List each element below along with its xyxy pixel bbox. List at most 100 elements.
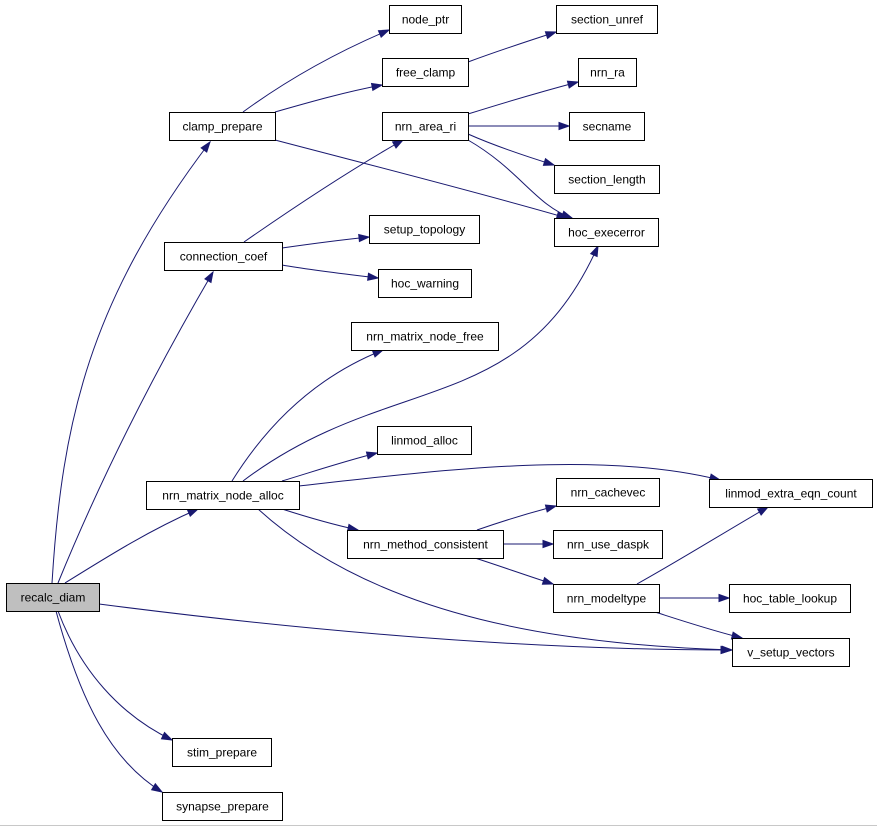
edge-line — [242, 245, 599, 482]
call-graph-edges — [51, 29, 770, 793]
edge-line — [467, 139, 573, 219]
node-box — [729, 584, 851, 613]
node-nrn-use-daspk[interactable]: nrn_use_daspk — [553, 530, 663, 559]
node-box — [732, 638, 850, 667]
edge-line — [654, 611, 743, 639]
edge-line — [243, 139, 404, 243]
node-nrn-area-ri[interactable]: nrn_area_ri — [382, 112, 469, 141]
edge-line — [98, 603, 732, 651]
node-nrn-matrix-node-alloc[interactable]: nrn_matrix_node_alloc — [146, 481, 300, 510]
edge-line — [57, 271, 214, 584]
node-connection-coef[interactable]: connection_coef — [164, 242, 283, 271]
edge-nrn_matrix_node_alloc-to-linmod_alloc — [281, 451, 379, 482]
node-box — [172, 738, 272, 767]
node-clamp-prepare[interactable]: clamp_prepare — [169, 112, 276, 141]
node-linmod-extra-eqn-count[interactable]: linmod_extra_eqn_count — [709, 479, 873, 508]
edge-nrn_method_consistent-to-nrn_modeltype — [474, 557, 555, 585]
node-label: nrn_matrix_node_free — [366, 330, 484, 344]
edge-recalc_diam-to-clamp_prepare — [51, 140, 211, 584]
node-section-unref[interactable]: section_unref — [556, 5, 658, 34]
edge-recalc_diam-to-connection_coef — [57, 270, 214, 584]
arrowhead-icon — [756, 506, 770, 516]
edge-nrn_modeltype-to-hoc_table_lookup — [659, 593, 731, 603]
node-setup-topology[interactable]: setup_topology — [369, 215, 480, 244]
node-label: hoc_warning — [391, 277, 459, 291]
edge-line — [281, 236, 370, 249]
arrowhead-icon — [544, 31, 558, 40]
arrowhead-icon — [371, 349, 385, 358]
node-hoc-execerror[interactable]: hoc_execerror — [554, 218, 659, 247]
edge-clamp_prepare-to-node_ptr — [242, 29, 391, 113]
node-secname[interactable]: secname — [569, 112, 645, 141]
edge-nrn_matrix_node_alloc-to-hoc_execerror — [242, 244, 599, 482]
node-synapse-prepare[interactable]: synapse_prepare — [162, 792, 283, 821]
edge-line — [467, 81, 579, 115]
node-box — [347, 530, 504, 559]
node-label: hoc_table_lookup — [743, 592, 837, 606]
node-stim-prepare[interactable]: stim_prepare — [172, 738, 272, 767]
arrowhead-icon — [186, 508, 200, 518]
node-label: free_clamp — [396, 66, 456, 80]
node-recalc-diam[interactable]: recalc_diam — [6, 583, 100, 612]
bottom-divider — [0, 825, 877, 826]
edge-line — [298, 463, 721, 487]
edge-line — [467, 31, 557, 63]
edge-connection_coef-to-hoc_warning — [281, 264, 380, 281]
node-nrn-cachevec[interactable]: nrn_cachevec — [556, 478, 660, 507]
node-hoc-table-lookup[interactable]: hoc_table_lookup — [729, 584, 851, 613]
node-label: clamp_prepare — [182, 120, 262, 134]
arrowhead-icon — [200, 140, 211, 153]
edge-recalc_diam-to-synapse_prepare — [55, 610, 164, 793]
node-label: connection_coef — [180, 250, 268, 264]
arrowhead-icon — [718, 593, 731, 603]
node-nrn-modeltype[interactable]: nrn_modeltype — [553, 584, 660, 613]
node-box — [554, 218, 659, 247]
edge-connection_coef-to-setup_topology — [281, 233, 371, 249]
edge-line — [55, 610, 163, 793]
node-box — [378, 269, 472, 298]
node-label: linmod_extra_eqn_count — [725, 487, 857, 501]
edge-nrn_matrix_node_alloc-to-nrn_matrix_node_free — [231, 349, 385, 482]
node-linmod-alloc[interactable]: linmod_alloc — [377, 426, 472, 455]
node-label: nrn_ra — [590, 66, 625, 80]
node-nrn-matrix-node-free[interactable]: nrn_matrix_node_free — [351, 322, 499, 351]
node-box — [578, 58, 637, 87]
node-hoc-warning[interactable]: hoc_warning — [378, 269, 472, 298]
edge-recalc_diam-to-stim_prepare — [57, 610, 174, 741]
edge-line — [281, 264, 379, 279]
node-nrn-ra[interactable]: nrn_ra — [578, 58, 637, 87]
edge-nrn_method_consistent-to-nrn_cachevec — [476, 504, 558, 531]
node-box — [146, 481, 300, 510]
node-nrn-method-consistent[interactable]: nrn_method_consistent — [347, 530, 504, 559]
node-box — [389, 5, 462, 34]
node-label: stim_prepare — [187, 746, 257, 760]
edge-line — [231, 349, 384, 482]
node-box — [709, 479, 873, 508]
node-box — [377, 426, 472, 455]
edge-nrn_area_ri-to-section_length — [467, 133, 556, 166]
edge-line — [274, 139, 568, 219]
node-label: recalc_diam — [21, 591, 86, 605]
node-label: section_length — [568, 173, 645, 187]
node-box — [382, 112, 469, 141]
edge-line — [476, 505, 557, 531]
arrowhead-icon — [365, 451, 379, 460]
edge-nrn_matrix_node_alloc-to-nrn_method_consistent — [281, 508, 360, 532]
node-v-setup-vectors[interactable]: v_setup_vectors — [732, 638, 850, 667]
node-box — [569, 112, 645, 141]
arrowhead-icon — [541, 576, 555, 585]
node-node-ptr[interactable]: node_ptr — [389, 5, 462, 34]
node-label: secname — [583, 120, 632, 134]
edge-nrn_area_ri-to-hoc_execerror — [467, 139, 574, 219]
node-label: linmod_alloc — [391, 434, 458, 448]
node-box — [169, 112, 276, 141]
edge-line — [51, 141, 211, 584]
node-free-clamp[interactable]: free_clamp — [382, 58, 469, 87]
node-box — [554, 165, 660, 194]
node-section-length[interactable]: section_length — [554, 165, 660, 194]
node-label: nrn_use_daspk — [567, 538, 650, 552]
arrowhead-icon — [589, 244, 599, 258]
call-graph-nodes: recalc_diamclamp_prepareconnection_coefn… — [6, 5, 873, 821]
arrowhead-icon — [391, 139, 405, 149]
node-label: nrn_method_consistent — [363, 538, 488, 552]
